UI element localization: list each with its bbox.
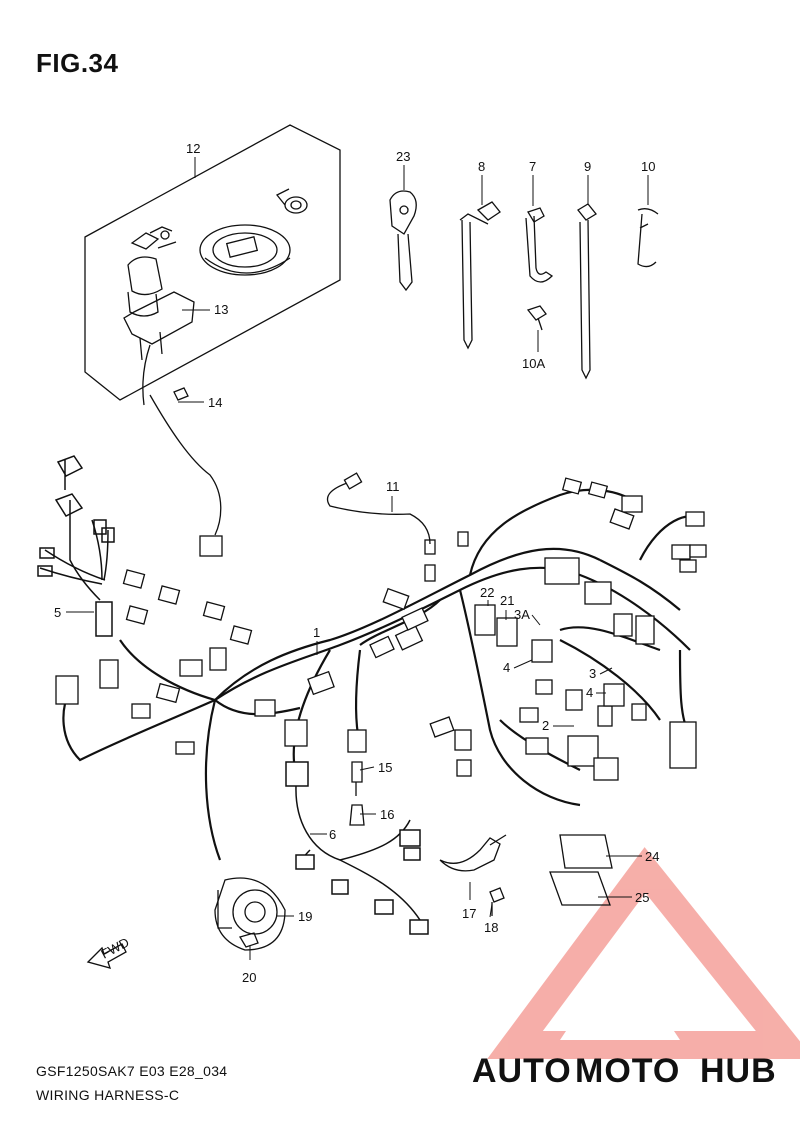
sensor-lead-11 [149,394,431,545]
callout-25: 25 [635,890,649,905]
callout-16: 16 [380,807,394,822]
callout-1: 1 [313,625,320,640]
watermark-moto: MOTO [575,1052,680,1090]
callout-21: 21 [500,593,514,608]
callout-17: 17 [462,906,476,921]
callout-13: 13 [214,302,228,317]
cable-ties [459,201,659,380]
callout-20: 20 [242,970,256,985]
callout-10a: 10A [522,356,545,371]
callout-15: 15 [378,760,392,775]
sub-harness-6 [285,761,429,935]
callout-24: 24 [645,849,659,864]
watermark-logo [487,847,800,1059]
callout-8: 8 [478,159,485,174]
callout-labels: 12 13 14 23 8 7 9 10 10A 11 5 1 22 21 3A… [54,141,659,985]
callout-2: 2 [542,718,549,733]
harness-connectors [55,477,707,781]
watermark-text: AUTO MOTO HUB [472,1052,777,1090]
watermark-auto: AUTO [472,1052,572,1090]
sub-harness-5 [37,455,115,637]
labels-24-25 [549,834,613,906]
callout-18: 18 [484,920,498,935]
fwd-arrow: FWD [86,935,132,969]
ignition-key [389,190,417,292]
callout-22: 22 [480,585,494,600]
callout-3: 3 [589,666,596,681]
callout-5: 5 [54,605,61,620]
ignition-set-box [84,124,341,406]
callout-9: 9 [584,159,591,174]
callout-23: 23 [396,149,410,164]
callout-7: 7 [529,159,536,174]
callout-4-lower: 4 [586,685,593,700]
main-wiring-harness [62,488,701,861]
figure-title: FIG.34 [36,48,119,78]
callout-6: 6 [329,827,336,842]
section-name: WIRING HARNESS-C [36,1087,180,1103]
callout-10: 10 [641,159,655,174]
callout-19: 19 [298,909,312,924]
callout-3a: 3A [514,607,530,622]
leader-lines [66,157,649,960]
callout-12: 12 [186,141,200,156]
misc-components [173,387,507,951]
model-code: GSF1250SAK7 E03 E28_034 [36,1063,228,1079]
callout-4-upper: 4 [503,660,510,675]
watermark-hub: HUB [700,1052,777,1090]
callout-14: 14 [208,395,222,410]
callout-11: 11 [386,479,400,494]
